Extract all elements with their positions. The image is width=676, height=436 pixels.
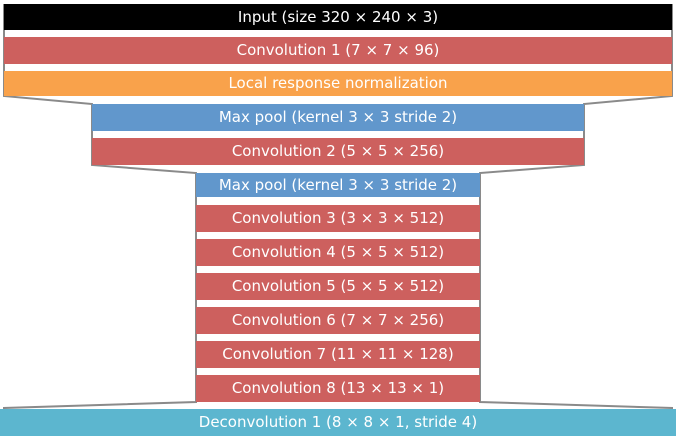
layer-label: Input (size 320 × 240 × 3) (237, 7, 439, 26)
layer-label: Max pool (kernel 3 × 3 stride 2) (218, 175, 458, 194)
layer-label: Max pool (kernel 3 × 3 stride 2) (218, 108, 458, 126)
layer-convolution-6: Convolution 6 (7 × 7 × 256) (196, 307, 480, 334)
layer-deconvolution-1: Deconvolution 1 (8 × 8 × 1, stride 4) (0, 409, 676, 436)
layer-convolution-5: Convolution 5 (5 × 5 × 512) (196, 273, 480, 300)
layer-convolution-7: Convolution 7 (11 × 11 × 128) (196, 341, 480, 368)
layer-convolution-2: Convolution 2 (5 × 5 × 256) (92, 138, 584, 165)
layer-label: Deconvolution 1 (8 × 8 × 1, stride 4) (198, 413, 478, 431)
layer-label: Convolution 6 (7 × 7 × 256) (231, 311, 445, 329)
layer-convolution-1: Convolution 1 (7 × 7 × 96) (4, 37, 672, 64)
layer-label: Convolution 1 (7 × 7 × 96) (236, 41, 440, 59)
outline-right-edge (479, 4, 673, 436)
layer-label: Local response normalization (228, 74, 448, 92)
outline-left-edge (3, 4, 197, 436)
layer-label: Convolution 7 (11 × 11 × 128) (222, 345, 454, 363)
layer-convolution-4: Convolution 4 (5 × 5 × 512) (196, 239, 480, 266)
layer-local-response-norm: Local response normalization (4, 71, 672, 96)
layer-label: Convolution 5 (5 × 5 × 512) (231, 277, 445, 295)
layer-max-pool-2: Max pool (kernel 3 × 3 stride 2) (196, 173, 480, 197)
layer-label: Convolution 3 (3 × 3 × 512) (231, 209, 445, 227)
layer-label: Convolution 8 (13 × 13 × 1) (231, 379, 445, 397)
layer-convolution-3: Convolution 3 (3 × 3 × 512) (196, 205, 480, 232)
layer-max-pool-1: Max pool (kernel 3 × 3 stride 2) (92, 104, 584, 131)
layer-input: Input (size 320 × 240 × 3) (4, 4, 672, 30)
layer-label: Convolution 4 (5 × 5 × 512) (231, 243, 445, 261)
layer-convolution-8: Convolution 8 (13 × 13 × 1) (196, 375, 480, 402)
layer-label: Convolution 2 (5 × 5 × 256) (231, 142, 445, 160)
